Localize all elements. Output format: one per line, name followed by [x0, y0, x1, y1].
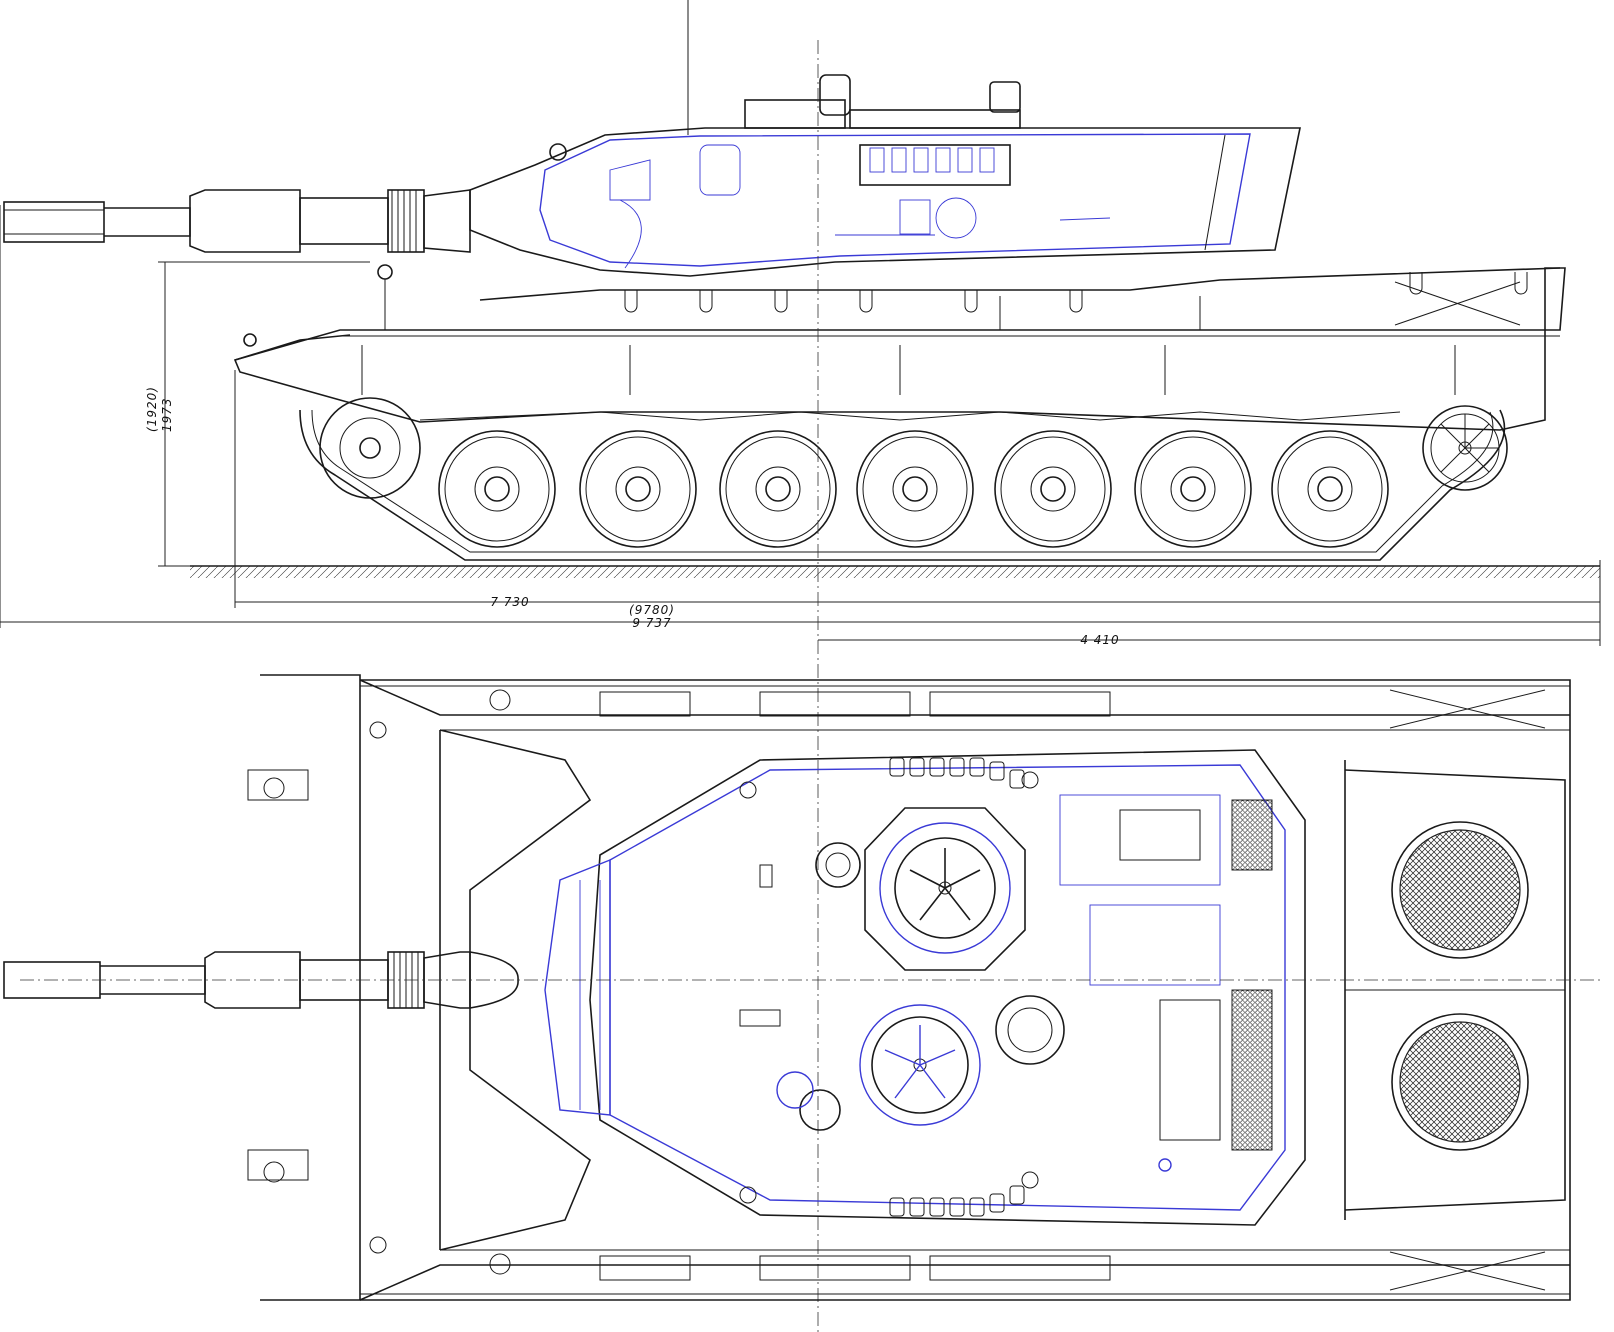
- engine-grille-left: [1391, 821, 1529, 959]
- ground-line: [190, 565, 1600, 578]
- gunner-hatch: [859, 1004, 981, 1126]
- commander-cupola: [864, 807, 1026, 971]
- drive-sprocket: [1422, 405, 1508, 491]
- side-hull: [233, 264, 1566, 431]
- periscopes: [776, 842, 1065, 1131]
- side-gun-barrel: [3, 189, 471, 253]
- engine-grille-right: [1391, 1013, 1529, 1151]
- turret-vent-upper: [1231, 799, 1273, 871]
- idler-wheel: [319, 397, 421, 499]
- road-wheel: [438, 430, 556, 548]
- road-wheels: [438, 430, 1389, 548]
- road-wheel: [994, 430, 1112, 548]
- top-turret: [544, 749, 1306, 1226]
- road-wheel: [579, 430, 697, 548]
- road-wheel: [856, 430, 974, 548]
- overall-length-alt-label: (9780): [629, 603, 675, 617]
- length-dimensions: 7 730 (9780) 9 737 4 410: [0, 205, 1601, 647]
- top-view: [3, 674, 1600, 1301]
- smoke-launchers-bottom: [889, 1185, 1025, 1217]
- road-wheel: [719, 430, 837, 548]
- side-track: [299, 409, 1506, 561]
- rear-offset-label: 4 410: [1080, 633, 1119, 647]
- height-label: 1973: [160, 397, 174, 432]
- road-wheel: [1271, 430, 1389, 548]
- height-dimension: (1920) 1973: [145, 261, 370, 567]
- hull-length-label: 7 730: [490, 595, 529, 609]
- engine-grilles: [1391, 821, 1529, 1151]
- road-wheel: [1134, 430, 1252, 548]
- turret-vent-lower: [1231, 989, 1273, 1151]
- side-view: (1920) 1973 7 730 (9780) 9 737 4 410: [0, 0, 1601, 647]
- height-alt-label: (1920): [145, 386, 159, 432]
- smoke-launchers-top: [889, 757, 1025, 789]
- overall-length-label: 9 737: [632, 616, 671, 630]
- side-turret: [469, 74, 1301, 277]
